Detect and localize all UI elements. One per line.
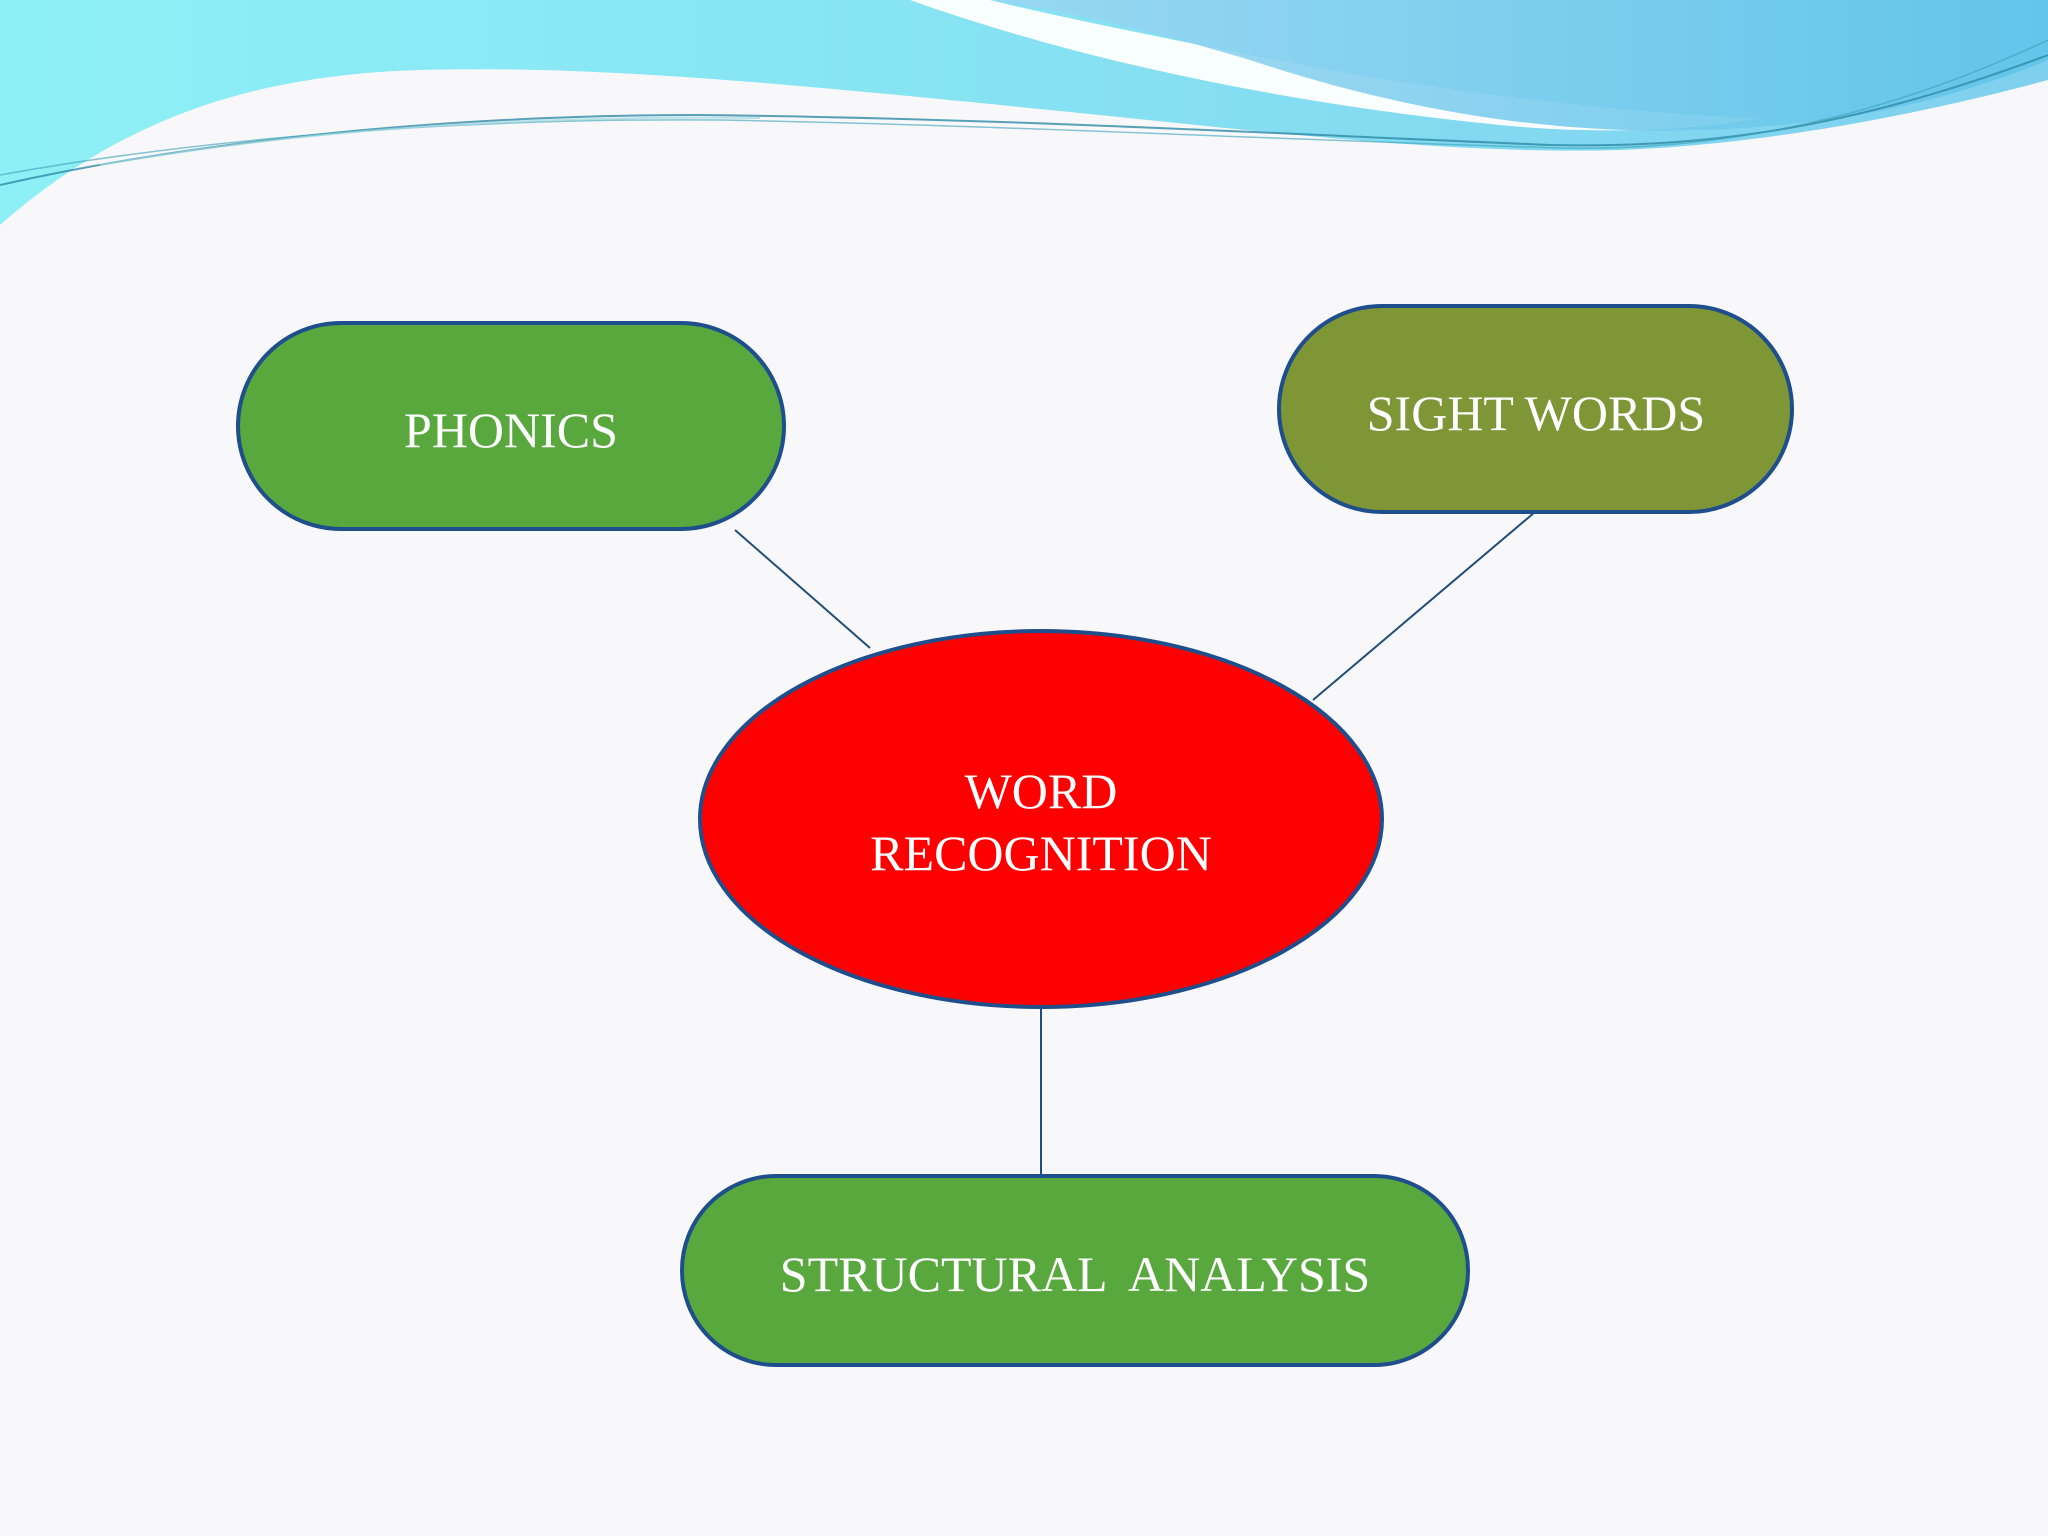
header-wave-right [990, 0, 2048, 131]
node-word-recognition-label-line2: RECOGNITION [870, 825, 1212, 881]
node-phonics[interactable]: PHONICS [236, 321, 786, 531]
connector-phonics [734, 529, 871, 649]
node-sight-words[interactable]: SIGHT WORDS [1277, 304, 1794, 514]
connector-sight-words [1312, 511, 1536, 701]
node-word-recognition[interactable]: WORD RECOGNITION [698, 629, 1384, 1009]
node-phonics-label: PHONICS [404, 402, 618, 458]
header-wave-decoration [0, 0, 2048, 225]
connectors [734, 511, 1536, 1176]
node-sight-words-shape [1277, 304, 1794, 514]
node-structural-analysis-label: STRUCTURAL ANALYSIS [780, 1246, 1370, 1302]
node-structural-analysis-shape [680, 1174, 1470, 1367]
node-word-recognition-shape [698, 629, 1384, 1009]
node-phonics-shape [236, 321, 786, 531]
node-word-recognition-label-line1: WORD [965, 763, 1118, 819]
header-wave-white-sweep [910, 0, 1760, 131]
node-structural-analysis[interactable]: STRUCTURAL ANALYSIS [680, 1174, 1470, 1367]
header-wave-line-3 [99, 116, 761, 166]
node-sight-words-label: SIGHT WORDS [1367, 385, 1705, 441]
